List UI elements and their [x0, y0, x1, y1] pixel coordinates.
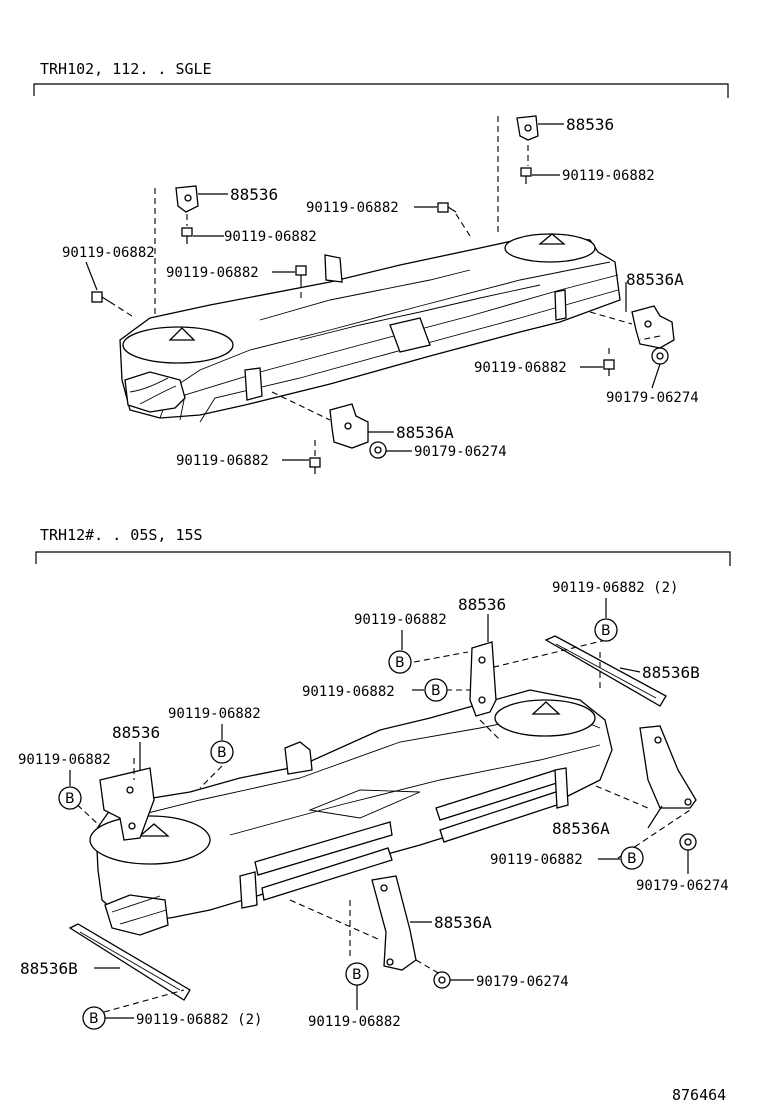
- label-88536A-right-1: 88536A: [626, 270, 684, 289]
- svg-text:B: B: [217, 745, 227, 761]
- bracket-88536-left-2: [99, 767, 155, 841]
- label-bolt-center-left-1: 90119-06882: [166, 265, 259, 281]
- label-88536A-right-2: 88536A: [552, 819, 610, 838]
- section-1-title: TRH102, 112. . SGLE: [40, 60, 212, 78]
- nut-right-2: [679, 833, 697, 851]
- label-bolt-top-left-1: 90119-06882: [224, 229, 317, 245]
- svg-text:B: B: [65, 791, 75, 807]
- label-bolt-bottom-1: 90119-06882: [176, 453, 269, 469]
- bolt-top-right-1: [520, 167, 532, 184]
- nut-bottom-2: [433, 971, 451, 989]
- callout-b-bottom-left: B: [82, 1006, 106, 1030]
- callout-b-left: B: [58, 786, 82, 810]
- label-88536B-left-2: 88536B: [20, 959, 78, 978]
- bolt-center-left-1: [295, 265, 307, 282]
- bracket-88536A-bottom-2: [371, 875, 417, 971]
- label-bolt-left-2: 90119-06882: [18, 752, 111, 768]
- bracket-88536A-right-2: [639, 725, 697, 809]
- label-88536-top-left-1: 88536: [230, 185, 278, 204]
- bolt-top-left-1: [181, 227, 193, 244]
- section-2-frame: [35, 551, 731, 566]
- bracket-88536A-right-1: [631, 305, 675, 349]
- label-88536B-right-2: 88536B: [642, 663, 700, 682]
- label-bolt-left-1: 90119-06882: [62, 245, 155, 261]
- bar-88536B-left-2: [68, 923, 191, 1001]
- label-bolt-top-right-2: 90119-06882 (2): [552, 580, 678, 596]
- svg-text:B: B: [352, 967, 362, 983]
- section-2-title: TRH12#. . 05S, 15S: [40, 526, 203, 544]
- label-bolt-top-right-1: 90119-06882: [562, 168, 655, 184]
- label-88536A-bottom-1: 88536A: [396, 423, 454, 442]
- bracket-88536-top-2: [469, 641, 497, 717]
- label-nut-bottom-1: 90179-06274: [414, 444, 507, 460]
- label-88536-top-right-1: 88536: [566, 115, 614, 134]
- callout-b-bottom-center: B: [345, 962, 369, 986]
- bar-88536B-right-2: [544, 635, 667, 707]
- fuel-tank-2: [89, 689, 613, 936]
- bolt-mid-top-1: [437, 202, 457, 213]
- label-bolt-right-2: 90119-06882: [490, 852, 583, 868]
- bolt-bottom-1: [309, 457, 321, 474]
- label-bolt-left-upper-2: 90119-06882: [168, 706, 261, 722]
- bolt-right-1: [603, 359, 615, 376]
- fuel-tank-1: [119, 233, 621, 423]
- label-bolt-top-center-2: 90119-06882: [354, 612, 447, 628]
- callout-b-right: B: [620, 846, 644, 870]
- callout-b-top-center-b: B: [424, 678, 448, 702]
- section-1-frame: [33, 83, 729, 98]
- nut-bottom-1: [369, 441, 387, 459]
- label-bolt-mid-top-1: 90119-06882: [306, 200, 399, 216]
- label-88536-top-2: 88536: [458, 595, 506, 614]
- label-bolt-bottom-left-2: 90119-06882 (2): [136, 1012, 262, 1028]
- label-nut-right-2: 90179-06274: [636, 878, 729, 894]
- callout-b-left-upper: B: [210, 740, 234, 764]
- label-88536A-bottom-2: 88536A: [434, 913, 492, 932]
- label-bolt-bottom-center-2: 90119-06882: [308, 1014, 401, 1030]
- label-bolt-top-center-b-2: 90119-06882: [302, 684, 395, 700]
- bracket-88536-top-right-1: [516, 115, 539, 141]
- assembly-lines-1: [109, 116, 661, 456]
- bolt-left-1: [91, 291, 111, 303]
- svg-text:B: B: [89, 1011, 99, 1027]
- label-88536-left-2: 88536: [112, 723, 160, 742]
- nut-right-1: [651, 347, 669, 365]
- figure-number: 876464: [672, 1086, 726, 1104]
- svg-text:B: B: [431, 683, 441, 699]
- bracket-88536-top-left-1: [175, 185, 199, 213]
- label-nut-bottom-2: 90179-06274: [476, 974, 569, 990]
- svg-text:B: B: [627, 851, 637, 867]
- bracket-88536A-bottom-1: [329, 403, 369, 449]
- callout-b-top-center: B: [388, 650, 412, 674]
- svg-text:B: B: [601, 623, 611, 639]
- callout-b-top-right: B: [594, 618, 618, 642]
- label-bolt-right-1: 90119-06882: [474, 360, 567, 376]
- svg-text:B: B: [395, 655, 405, 671]
- label-nut-right-1: 90179-06274: [606, 390, 699, 406]
